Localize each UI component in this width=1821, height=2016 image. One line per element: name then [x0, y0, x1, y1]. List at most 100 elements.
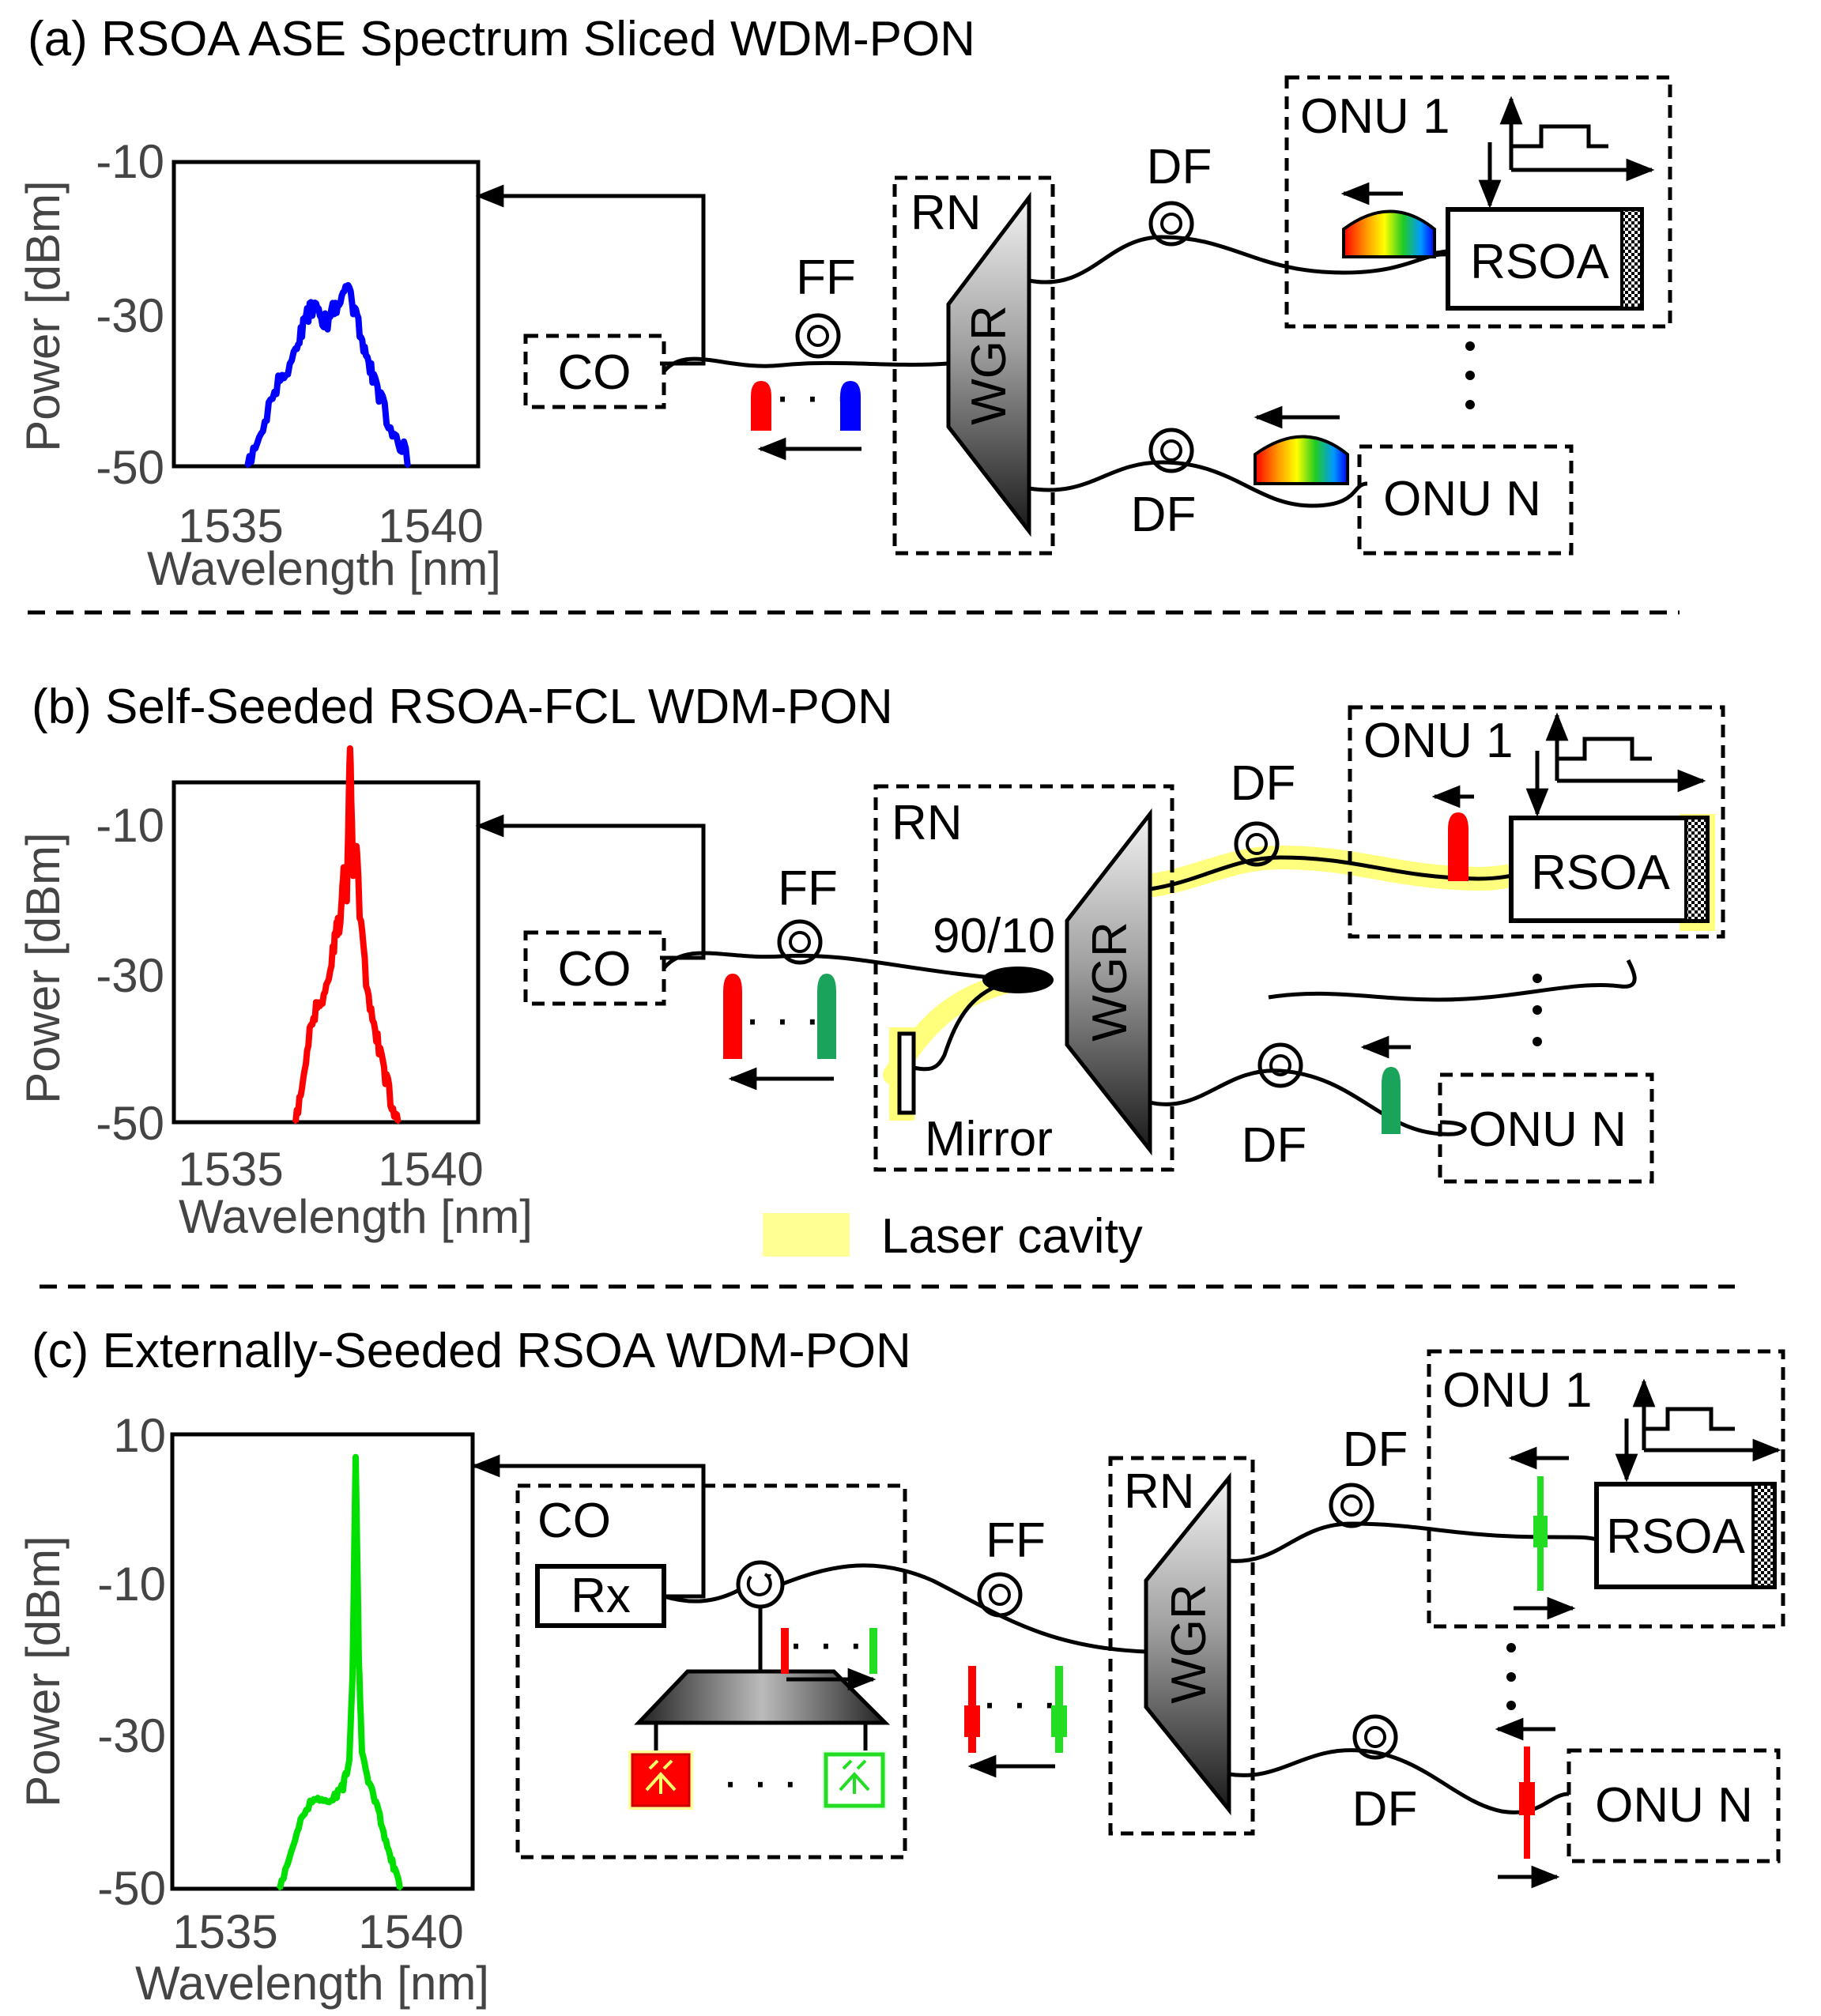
broadband-ase-icon	[1254, 435, 1349, 485]
green-seed-line	[1537, 1476, 1544, 1516]
coupler-label: 90/10	[933, 909, 1055, 963]
spectrum-point	[405, 465, 409, 468]
plot-frame	[172, 160, 481, 469]
feeder-fiber	[662, 951, 1020, 982]
red-channel-icon	[751, 381, 771, 431]
feedback-arrow	[471, 1454, 706, 1599]
panel-c-title: (c) Externally-Seeded RSOA WDM-PON	[32, 1324, 911, 1378]
spectrum-point	[390, 1107, 394, 1111]
spectrum-point	[319, 316, 323, 320]
spectrum-point	[355, 844, 358, 848]
spectrum-point	[335, 933, 339, 937]
wgr-icon	[1065, 808, 1152, 1156]
rx-box	[535, 1564, 666, 1628]
rx-fiber	[663, 1588, 741, 1603]
spectrum-point	[386, 426, 390, 430]
spectrum-point	[313, 301, 317, 305]
spectrum-point	[338, 301, 342, 305]
data-waveform-icon	[1511, 124, 1608, 149]
feedback-arrow	[475, 184, 706, 366]
spectrum-point	[351, 312, 355, 316]
spectrum-point	[371, 381, 375, 385]
spectrum-point	[354, 1455, 357, 1459]
y-tick-label: -30	[97, 1709, 166, 1762]
spectrum-point	[313, 1019, 317, 1022]
spectrum-point	[294, 346, 297, 350]
broadband-ase-icon	[1342, 209, 1436, 258]
spectrum-point	[379, 1822, 383, 1826]
spectrum-point	[392, 1868, 395, 1872]
wgr-label: WGR	[1162, 1584, 1216, 1704]
onun-box	[1438, 1072, 1654, 1184]
wgr-label: WGR	[1083, 921, 1137, 1042]
fiber-spool-inner	[1246, 833, 1268, 855]
onun-box	[1357, 444, 1574, 556]
rsoa-box	[1594, 1482, 1777, 1589]
ellipsis-dot	[1506, 1643, 1516, 1652]
spectrum-point	[377, 1053, 381, 1056]
spectrum-point	[351, 874, 355, 878]
spectrum-point	[338, 921, 342, 925]
fiber-spool-icon	[1148, 201, 1194, 247]
spectrum-point	[300, 1087, 304, 1090]
df-bottom-label: DF	[1131, 488, 1197, 542]
spectrum-point	[358, 917, 362, 920]
y-tick-label: -10	[96, 135, 164, 188]
spectrum-point	[345, 285, 349, 289]
x-tick-label: 1540	[378, 1143, 483, 1196]
y-tick-label: 10	[113, 1409, 166, 1462]
fiber-spool-inner	[807, 325, 829, 347]
spectrum-point	[345, 899, 349, 903]
panel-c: (c) Externally-Seeded RSOA WDM-PON 10 -1…	[17, 1324, 1785, 2010]
spectrum-point	[364, 985, 368, 988]
spectrum-point	[348, 1758, 351, 1762]
distribution-fiber-n	[1228, 1748, 1570, 1814]
y-axis-label: Power [dBm]	[17, 180, 70, 451]
spectrum-point	[373, 1799, 376, 1803]
onun-box	[1567, 1748, 1781, 1863]
data-waveform-icon	[1644, 1407, 1735, 1431]
panel-a-title: (a) RSOA ASE Spectrum Sliced WDM-PON	[28, 12, 975, 66]
spectrum-series-b	[174, 745, 478, 1124]
ellipsis-dot	[1465, 371, 1475, 380]
mirror-label: Mirror	[925, 1112, 1053, 1166]
spectrum-point	[386, 1845, 389, 1849]
spectrum-point	[367, 1780, 370, 1784]
ellipsis-dot	[1506, 1701, 1516, 1710]
channel-dots: · · ·	[982, 1675, 1058, 1730]
spectrum-point	[332, 951, 336, 954]
co-label: CO	[537, 1494, 611, 1548]
spectrum-point	[326, 1799, 329, 1803]
feeder-fiber	[780, 1563, 1147, 1654]
onun-label: ONU N	[1468, 1102, 1627, 1157]
red-seed-line	[781, 1628, 789, 1674]
distribution-fiber-1	[1228, 1521, 1597, 1563]
spectrum-point	[348, 747, 352, 750]
rsoa-box	[1509, 816, 1710, 923]
red-seed-line	[1524, 1747, 1530, 1782]
x-tick-label: 1535	[178, 499, 283, 552]
wgr-label: WGR	[962, 305, 1016, 425]
spectrum-series-c	[172, 1453, 473, 1890]
wgr-icon	[946, 191, 1031, 537]
rsoa-reflective-facet	[1684, 816, 1709, 922]
distribution-fiber-1	[1028, 235, 1447, 285]
spectrum-point	[307, 1044, 311, 1048]
green-seed-line	[1537, 1547, 1544, 1591]
mirror-fiber	[908, 978, 1019, 1072]
spectrum-point	[396, 442, 400, 446]
rsoa-label: RSOA	[1606, 1509, 1745, 1564]
spectrum-line	[292, 745, 402, 1123]
distribution-fiber-n	[1028, 460, 1368, 508]
x-tick-label: 1535	[172, 1905, 277, 1958]
df-bottom-label: DF	[1352, 1782, 1418, 1837]
rn-box	[873, 784, 1174, 1172]
x-tick-label: 1540	[358, 1905, 463, 1958]
onun-label: ONU N	[1383, 472, 1541, 526]
ellipsis-dot	[1533, 974, 1542, 983]
spectrum-point	[396, 1121, 400, 1124]
spectrum-point	[284, 373, 288, 377]
co-box	[515, 1483, 907, 1860]
laser-diode-symbol	[839, 1759, 870, 1794]
spectrum-point	[377, 400, 381, 404]
